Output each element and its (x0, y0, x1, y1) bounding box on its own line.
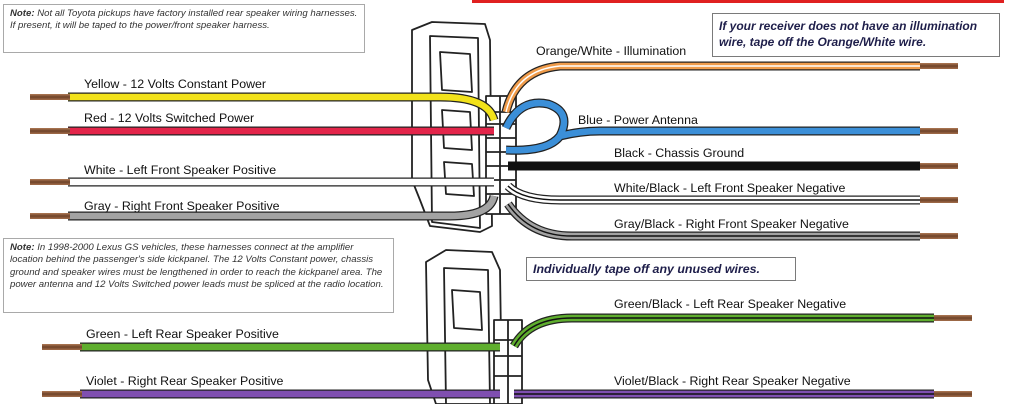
label-orange-white: Orange/White - Illumination (536, 44, 686, 58)
wire-black (508, 161, 958, 171)
note-bottom-text: In 1998-2000 Lexus GS vehicles, these ha… (10, 242, 384, 291)
wire-yellow (30, 92, 499, 122)
label-yellow: Yellow - 12 Volts Constant Power (84, 77, 266, 91)
wire-blue (501, 98, 958, 155)
illumination-callout-text: If your receiver does not have an illumi… (719, 19, 978, 49)
label-green-black: Green/Black - Left Rear Speaker Negative (614, 297, 846, 311)
wire-red (30, 126, 494, 136)
note-bottom: Note: In 1998-2000 Lexus GS vehicles, th… (3, 238, 394, 313)
wire-orange-white (501, 61, 958, 114)
wire-white (30, 177, 494, 187)
label-gray-black: Gray/Black - Right Front Speaker Negativ… (614, 217, 849, 231)
wire-white-black (504, 182, 958, 205)
label-green: Green - Left Rear Speaker Positive (86, 327, 279, 341)
wire-gray (30, 194, 499, 221)
unused-wires-callout: Individually tape off any unused wires. (526, 257, 796, 281)
label-violet: Violet - Right Rear Speaker Positive (86, 374, 284, 388)
wire-green (42, 342, 500, 352)
label-black: Black - Chassis Ground (614, 146, 744, 160)
wire-green-black (510, 313, 972, 349)
label-gray: Gray - Right Front Speaker Positive (84, 199, 280, 213)
label-white-black: White/Black - Left Front Speaker Negativ… (614, 181, 846, 195)
rear-harness-connector (425, 249, 523, 404)
label-violet-black: Violet/Black - Right Rear Speaker Negati… (614, 374, 851, 388)
top-accent-bar (472, 0, 1004, 3)
illumination-callout: If your receiver does not have an illumi… (712, 13, 1000, 57)
label-white: White - Left Front Speaker Positive (84, 163, 276, 177)
note-top-text: Not all Toyota pickups have factory inst… (10, 8, 358, 32)
note-top-prefix: Note: (10, 8, 35, 19)
wire-violet-black (514, 389, 972, 399)
label-blue: Blue - Power Antenna (578, 113, 698, 127)
label-red: Red - 12 Volts Switched Power (84, 111, 254, 125)
note-top: Note: Not all Toyota pickups have factor… (3, 4, 365, 53)
wire-gray-black (504, 201, 958, 241)
unused-wires-callout-text: Individually tape off any unused wires. (533, 262, 760, 276)
note-bottom-prefix: Note: (10, 242, 35, 253)
wire-violet (42, 389, 500, 399)
